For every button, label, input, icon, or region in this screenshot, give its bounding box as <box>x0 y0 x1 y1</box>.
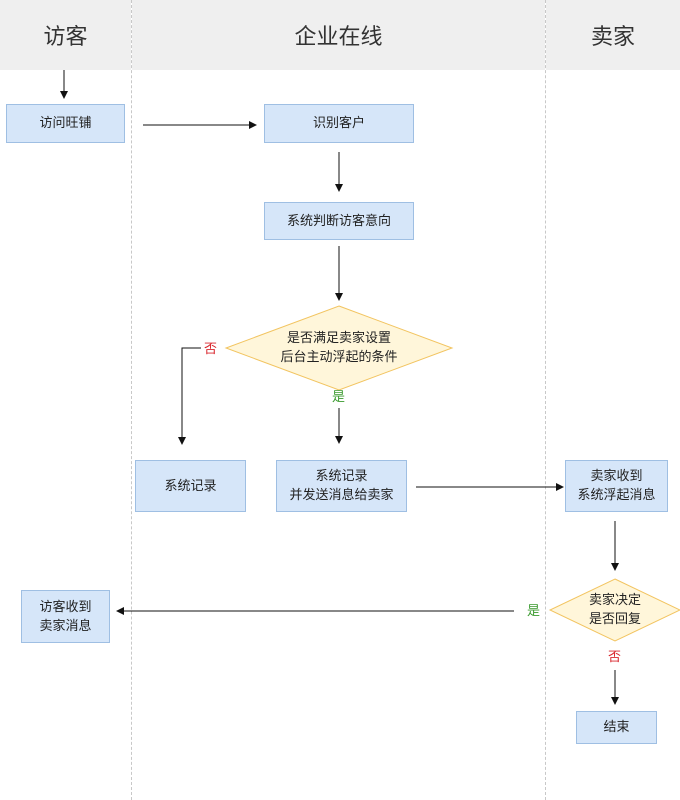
node-system-record: 系统记录 <box>135 460 246 512</box>
lane-header-seller: 卖家 <box>546 0 680 70</box>
lane-divider-left <box>131 0 132 800</box>
node-condition-check: 是否满足卖家设置 后台主动浮起的条件 <box>280 331 398 365</box>
label-decide-no: 否 <box>608 650 622 665</box>
condition-diamond <box>224 305 454 391</box>
decide-diamond <box>548 578 680 642</box>
node-visitor-receive: 访客收到 卖家消息 <box>21 590 110 643</box>
lane-header-visitor: 访客 <box>0 0 131 70</box>
lane-divider-right <box>545 0 546 800</box>
arrow-condition-no <box>178 347 201 445</box>
label-decide-yes: 是 <box>527 604 541 619</box>
label-condition-yes: 是 <box>332 390 346 405</box>
node-identify-customer: 识别客户 <box>264 104 414 143</box>
node-system-judge-intent: 系统判断访客意向 <box>264 202 414 240</box>
lane-header-enterprise: 企业在线 <box>132 0 545 70</box>
node-visit-wangpu: 访问旺铺 <box>6 104 125 143</box>
node-seller-decide: 卖家决定 是否回复 <box>588 593 641 627</box>
node-seller-receive: 卖家收到 系统浮起消息 <box>565 460 668 512</box>
label-condition-no: 否 <box>204 342 218 357</box>
node-end: 结束 <box>576 711 657 744</box>
node-system-record-send: 系统记录 并发送消息给卖家 <box>276 460 407 512</box>
